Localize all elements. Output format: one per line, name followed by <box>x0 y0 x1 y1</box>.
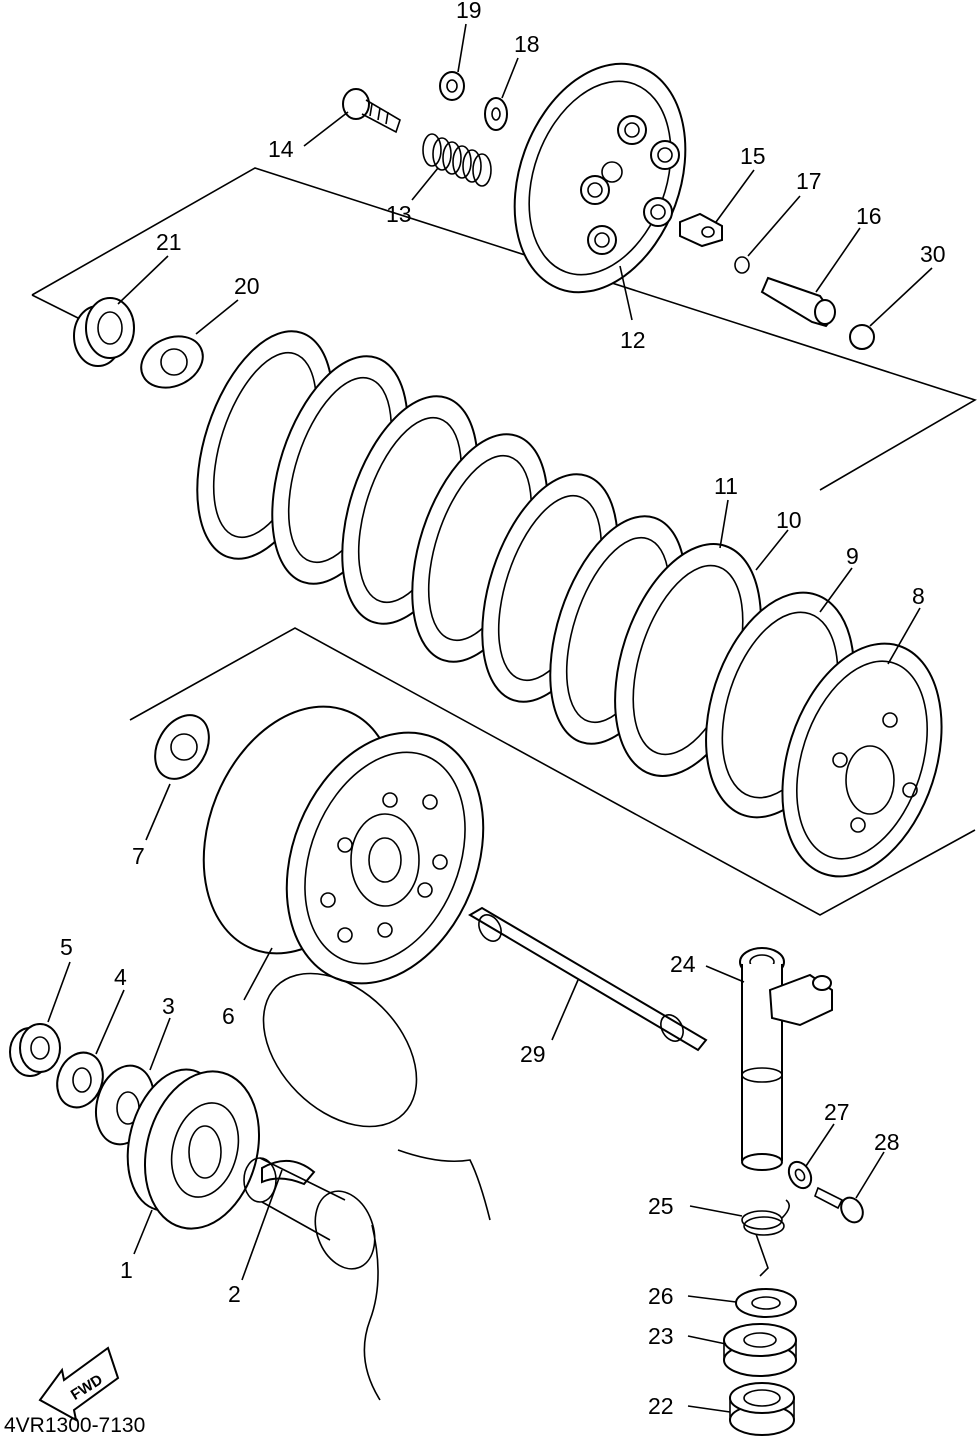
label-16: 16 <box>856 203 882 229</box>
lower-box-outline <box>129 627 976 916</box>
label-19: 19 <box>456 0 482 23</box>
return-spring-part-25 <box>741 1199 790 1277</box>
label-18: 18 <box>514 31 540 57</box>
nut-part-19 <box>439 71 465 101</box>
bearing-part-22 <box>729 1382 795 1436</box>
label-10: 10 <box>776 507 802 533</box>
crankshaft-sketch <box>243 972 491 1401</box>
washer-part-26 <box>735 1288 797 1318</box>
bolt-part-14 <box>342 88 401 134</box>
leader-lines <box>47 23 933 1413</box>
clutch-housing-part-6 <box>202 705 485 985</box>
label-6: 6 <box>222 1003 235 1029</box>
label-12: 12 <box>620 327 646 353</box>
label-20: 20 <box>234 273 260 299</box>
label-28: 28 <box>874 1129 900 1155</box>
label-17: 17 <box>796 168 822 194</box>
label-13: 13 <box>386 201 412 227</box>
lock-washer-part-20 <box>140 335 204 389</box>
label-23: 23 <box>648 1323 674 1349</box>
nut-part-15 <box>679 212 723 248</box>
label-3: 3 <box>162 993 175 1019</box>
label-1: 1 <box>120 1257 133 1283</box>
fwd-arrow-icon <box>38 1346 120 1422</box>
bush-part-21 <box>73 297 135 367</box>
diagram-code: 4VR1300-7130 <box>4 1414 145 1437</box>
label-26: 26 <box>648 1283 674 1309</box>
label-4: 4 <box>114 964 127 990</box>
upper-box-left-edge <box>31 294 79 319</box>
label-21: 21 <box>156 229 182 255</box>
washer-part-7 <box>154 714 210 780</box>
label-7: 7 <box>132 843 145 869</box>
ball-part-30 <box>849 324 875 350</box>
o-ring-part-17 <box>734 256 750 274</box>
drive-gear-part-1 <box>126 1068 261 1230</box>
pressure-plate-part-12 <box>513 62 687 294</box>
label-29: 29 <box>520 1041 546 1067</box>
spring-part-13 <box>422 133 492 187</box>
label-2: 2 <box>228 1281 241 1307</box>
washer-part-18 <box>484 97 508 131</box>
nut-part-5 <box>9 1023 61 1077</box>
label-9: 9 <box>846 543 859 569</box>
washer-part-27 <box>787 1160 813 1190</box>
label-25: 25 <box>648 1193 674 1219</box>
label-14: 14 <box>268 136 294 162</box>
clutch-plate-stack <box>196 330 762 777</box>
label-27: 27 <box>824 1099 850 1125</box>
label-15: 15 <box>740 143 766 169</box>
push-rod-part-16 <box>760 276 836 328</box>
label-22: 22 <box>648 1393 674 1419</box>
lock-washer-part-4 <box>56 1051 104 1109</box>
label-24: 24 <box>670 951 696 977</box>
label-11: 11 <box>714 473 738 499</box>
push-lever-part-24 <box>739 947 833 1171</box>
screw-part-28 <box>814 1186 864 1224</box>
clutch-boss-part-8 <box>781 642 943 878</box>
label-5: 5 <box>60 934 73 960</box>
label-30: 30 <box>920 241 946 267</box>
bush-part-23 <box>723 1323 797 1377</box>
push-rod-part-29 <box>468 906 708 1052</box>
upper-box-outline <box>31 167 977 491</box>
label-8: 8 <box>912 583 925 609</box>
